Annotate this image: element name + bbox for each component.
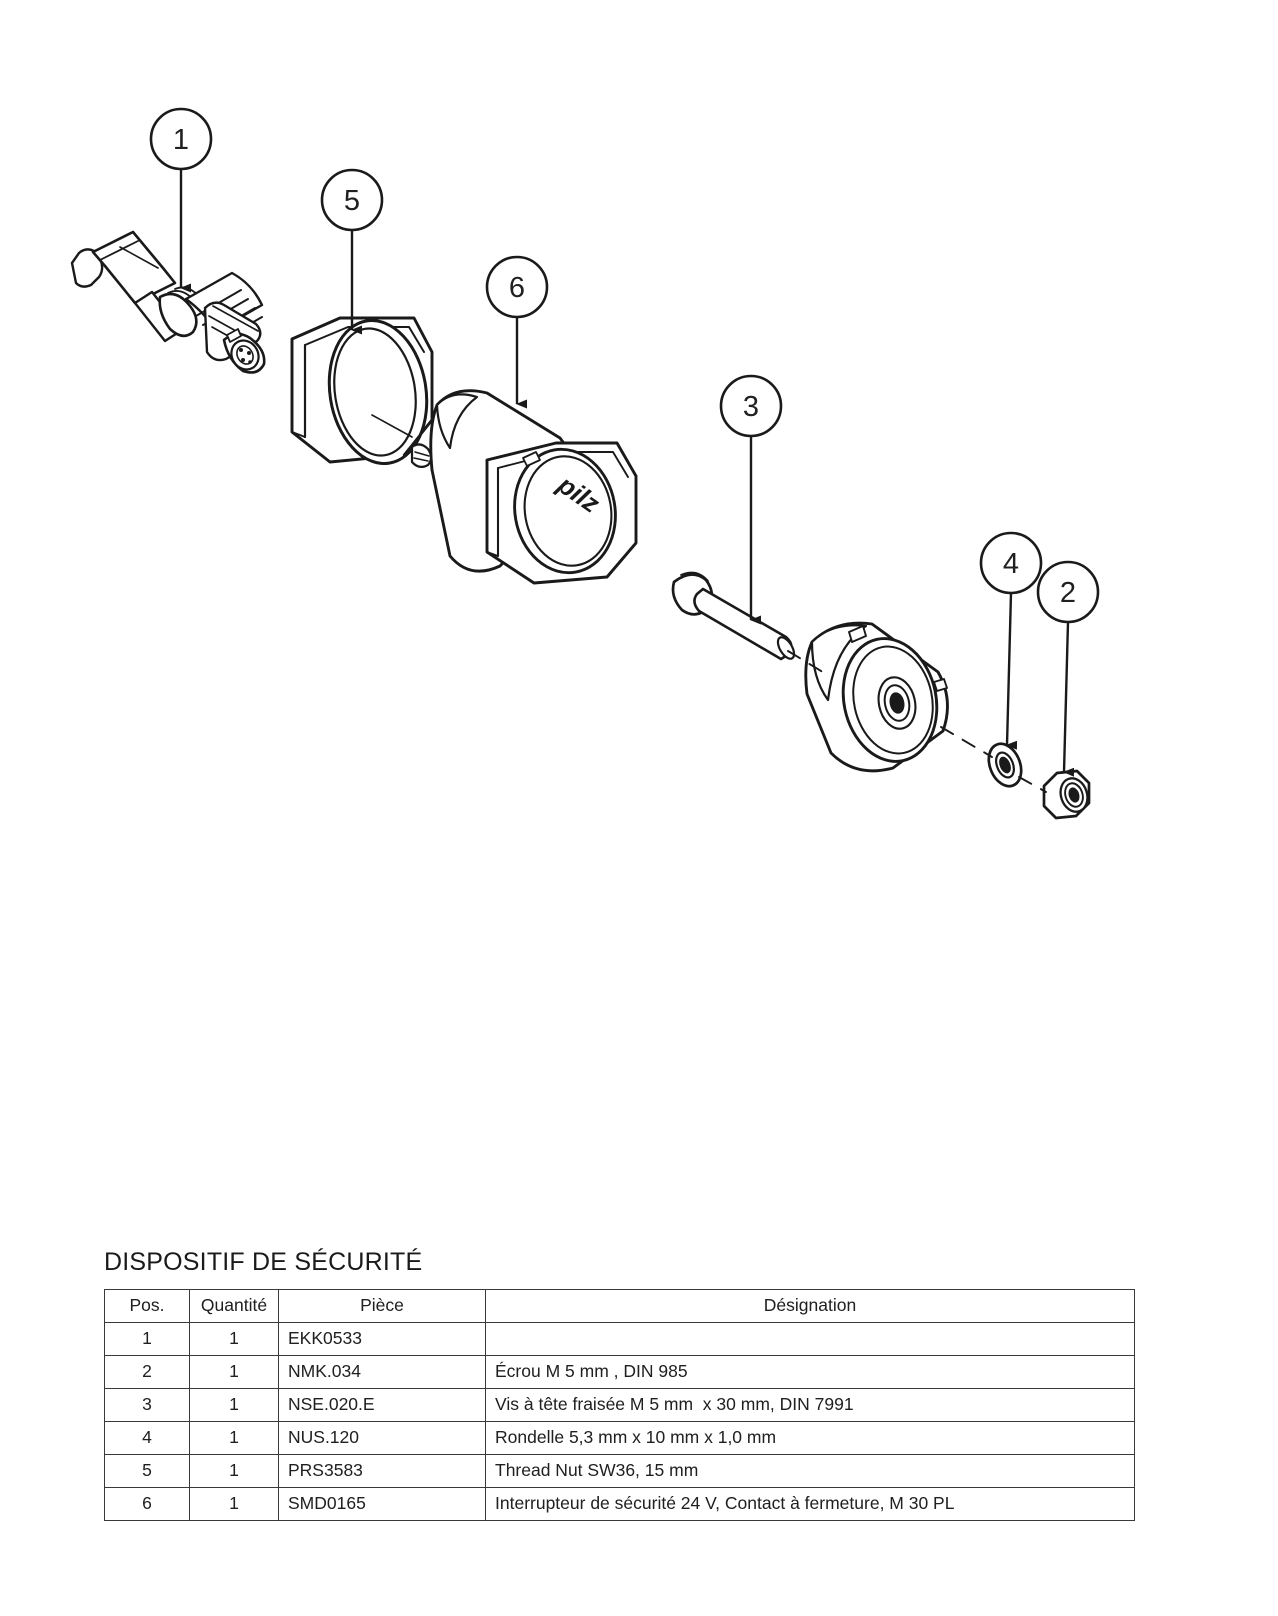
callout-circle	[320, 168, 384, 232]
header-pos: Pos.	[104, 1289, 190, 1323]
table-header-row: Pos. Quantité Pièce Désignation	[104, 1289, 1135, 1323]
callout-balloon-4: 4	[979, 531, 1043, 750]
callout-circle	[979, 531, 1043, 595]
callout-balloon-1: 1	[149, 107, 213, 293]
cell-designation: Écrou M 5 mm , DIN 985	[485, 1355, 1135, 1389]
cell-quantity: 1	[189, 1421, 279, 1455]
callout-number: 1	[173, 124, 189, 156]
callout-number: 2	[1060, 577, 1076, 609]
callout-balloon-6: 6	[485, 255, 549, 409]
cell-pos: 4	[104, 1421, 190, 1455]
cell-part: NMK.034	[278, 1355, 486, 1389]
part-countersunk-screw	[671, 571, 796, 661]
callout-circle	[485, 255, 549, 319]
cell-pos: 5	[104, 1454, 190, 1488]
assembly-drawing-canvas: pilz	[70, 107, 1100, 820]
cell-quantity: 1	[189, 1388, 279, 1422]
callout-circle	[149, 107, 213, 171]
exploded-assembly-drawing: pilz	[70, 107, 1100, 820]
part-flat-washer	[987, 742, 1023, 788]
cell-quantity: 1	[189, 1454, 279, 1488]
cell-designation	[485, 1322, 1135, 1356]
callout-leader-line	[1005, 592, 1018, 750]
part-safety-switch: pilz	[410, 389, 638, 585]
cell-designation: Interrupteur de sécurité 24 V, Contact à…	[485, 1487, 1135, 1521]
callout-balloon-3: 3	[719, 374, 783, 625]
part-thread-nut	[290, 316, 434, 466]
cell-pos: 1	[104, 1322, 190, 1356]
cell-part: NUS.120	[278, 1421, 486, 1455]
callout-number: 6	[509, 272, 525, 304]
cell-pos: 3	[104, 1388, 190, 1422]
page-title: DISPOSITIF DE SÉCURITÉ	[104, 1248, 423, 1276]
header-quantity: Quantité	[189, 1289, 279, 1323]
header-part: Pièce	[278, 1289, 486, 1323]
cell-part: EKK0533	[278, 1322, 486, 1356]
cell-pos: 6	[104, 1487, 190, 1521]
callout-balloon-5: 5	[320, 168, 384, 335]
callout-circle	[1036, 560, 1100, 624]
part-m12-connector	[70, 230, 266, 374]
cell-designation: Thread Nut SW36, 15 mm	[485, 1454, 1135, 1488]
cell-designation: Vis à tête fraisée M 5 mm x 30 mm, DIN 7…	[485, 1388, 1135, 1422]
header-designation: Désignation	[485, 1289, 1135, 1323]
cell-quantity: 1	[189, 1322, 279, 1356]
cell-quantity: 1	[189, 1355, 279, 1389]
cell-quantity: 1	[189, 1487, 279, 1521]
cell-designation: Rondelle 5,3 mm x 10 mm x 1,0 mm	[485, 1421, 1135, 1455]
callout-number: 4	[1003, 548, 1019, 580]
callout-leader-line	[1062, 621, 1075, 777]
part-actuator-puck	[804, 621, 949, 773]
callout-number: 3	[743, 391, 759, 423]
callout-balloons: 1 5 6 3 4 2	[149, 107, 1100, 777]
callout-balloon-2: 2	[1036, 560, 1100, 777]
assembly-axis-lines	[787, 650, 1047, 793]
cell-part: PRS3583	[278, 1454, 486, 1488]
part-hex-lock-nut	[1042, 769, 1091, 820]
callout-number: 5	[344, 185, 360, 217]
parts-list-block: DISPOSITIF DE SÉCURITÉ Pos. Quantité Piè…	[104, 1248, 1135, 1521]
cell-part: NSE.020.E	[278, 1388, 486, 1422]
cell-part: SMD0165	[278, 1487, 486, 1521]
cell-pos: 2	[104, 1355, 190, 1389]
callout-circle	[719, 374, 783, 438]
